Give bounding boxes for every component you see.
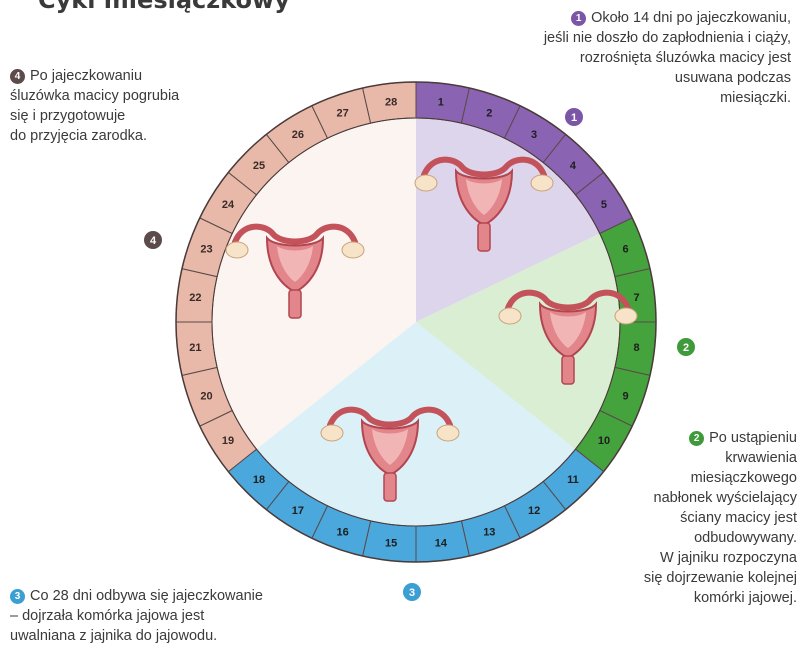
- day-label: 3: [531, 129, 537, 141]
- day-label: 4: [570, 160, 577, 172]
- day-label: 1: [438, 96, 444, 108]
- day-label: 13: [483, 527, 495, 539]
- day-label: 27: [337, 107, 349, 119]
- uterus-part: [226, 242, 248, 258]
- uterus-part: [415, 175, 437, 191]
- uterus-part: [384, 473, 396, 501]
- phase-marker-number: 2: [683, 342, 689, 354]
- day-label: 11: [567, 474, 579, 486]
- day-label: 22: [189, 292, 201, 304]
- day-label: 16: [337, 527, 349, 539]
- day-label: 23: [200, 244, 212, 256]
- uterus-part: [478, 223, 490, 251]
- day-label: 17: [292, 505, 304, 517]
- day-label: 9: [622, 390, 628, 402]
- uterus-part: [289, 290, 301, 318]
- phase-marker-number: 4: [150, 235, 157, 247]
- day-label: 25: [253, 160, 265, 172]
- day-label: 8: [634, 342, 640, 354]
- uterus-part: [321, 425, 343, 441]
- phase-marker-number: 1: [571, 112, 577, 124]
- day-label: 15: [385, 538, 397, 550]
- day-label: 7: [634, 292, 640, 304]
- uterus-part: [562, 356, 574, 384]
- uterus-part: [499, 308, 521, 324]
- uterus-part: [437, 425, 459, 441]
- uterus-part: [342, 242, 364, 258]
- day-label: 5: [601, 199, 607, 211]
- day-label: 14: [435, 538, 448, 550]
- day-label: 20: [200, 390, 212, 402]
- day-label: 2: [486, 107, 492, 119]
- day-label: 18: [253, 474, 265, 486]
- day-label: 26: [292, 129, 304, 141]
- uterus-part: [615, 308, 637, 324]
- day-label: 24: [222, 199, 235, 211]
- day-label: 28: [385, 96, 397, 108]
- day-label: 21: [189, 342, 201, 354]
- day-label: 6: [622, 244, 628, 256]
- phase-marker-number: 3: [409, 587, 415, 599]
- day-label: 19: [222, 435, 234, 447]
- uterus-part: [531, 175, 553, 191]
- day-label: 12: [528, 505, 540, 517]
- day-label: 10: [598, 435, 610, 447]
